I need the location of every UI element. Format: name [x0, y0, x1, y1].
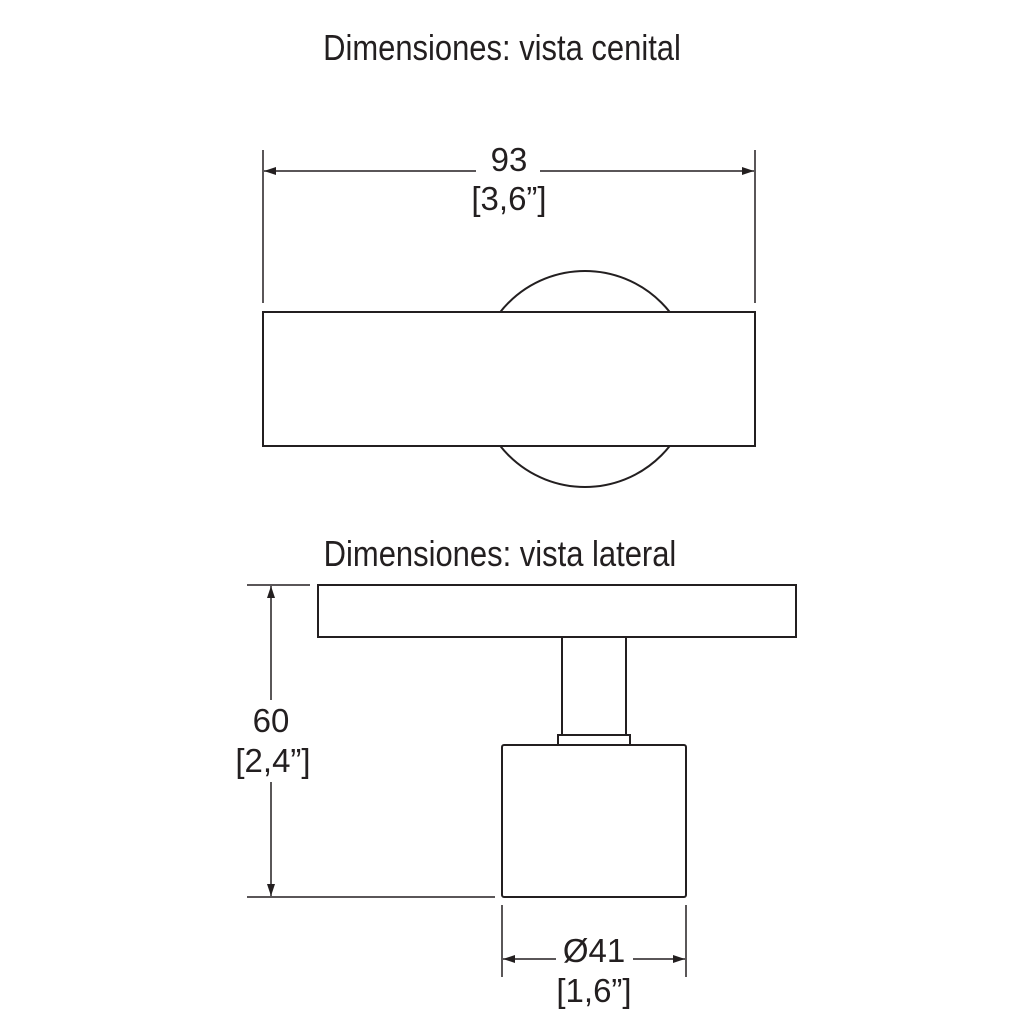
collar	[557, 734, 631, 746]
width-mm-label: 93	[491, 141, 528, 178]
diameter-inch-label: [1,6”]	[556, 972, 631, 1009]
base-plate-side	[317, 584, 797, 638]
height-inch-label: [2,4”]	[235, 742, 310, 779]
stem	[561, 636, 627, 736]
fixture-head-circle	[476, 270, 694, 488]
top-view: Dimensiones: vista cenital 93 [3,6”]	[262, 29, 756, 488]
top-view-title: Dimensiones: vista cenital	[323, 29, 681, 69]
height-mm-label: 60	[253, 702, 290, 739]
base-plate-top	[262, 311, 756, 447]
side-view: Dimensiones: vista lateral 60 [2,4”] Ø41…	[235, 535, 797, 1009]
width-inch-label: [3,6”]	[471, 180, 546, 217]
diameter-mm-label: Ø41	[563, 932, 625, 969]
side-view-title: Dimensiones: vista lateral	[324, 535, 677, 575]
cylinder-head	[501, 744, 687, 898]
